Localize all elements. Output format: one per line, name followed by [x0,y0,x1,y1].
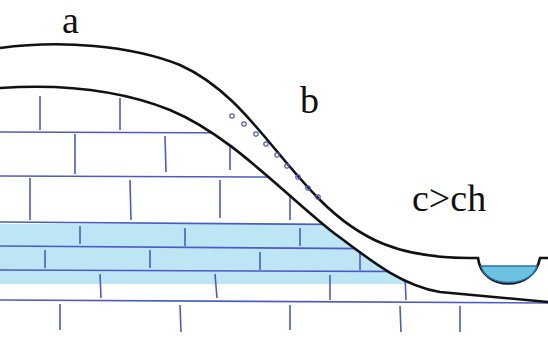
scree-pebbles [230,114,320,199]
groundwater-band [0,224,548,284]
comparison-label: c>ch [412,178,486,220]
bedding-lines [0,132,548,303]
layer-letter: a [62,0,79,42]
layer-letter: b [300,80,319,122]
soil-boundaries [0,44,548,302]
stream-water [481,266,537,283]
joint-ticks [30,96,460,332]
limestone-bedrock [0,96,548,332]
